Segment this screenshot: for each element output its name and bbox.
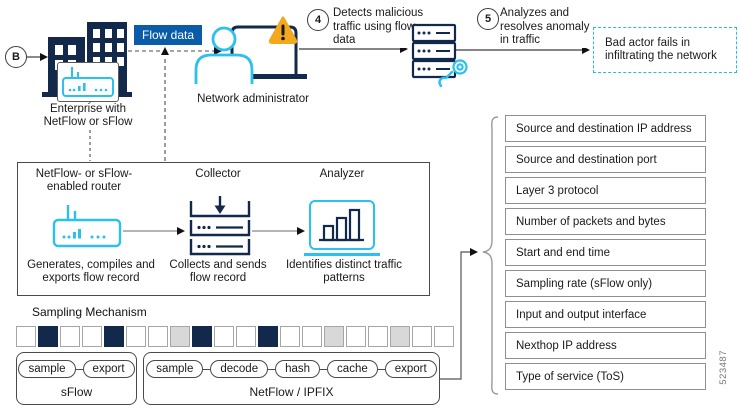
sflow-step: export [82, 360, 135, 378]
enabled-router-icon [52, 205, 122, 248]
fields-brace [482, 116, 499, 395]
router-title: NetFlow- or sFlow-enabled router [35, 168, 133, 193]
netflow-step: sample [146, 360, 204, 378]
sampling-square [258, 326, 278, 347]
admin-label: Network administrator [187, 93, 319, 106]
arrowhead-up [161, 47, 169, 55]
sflow-label: sFlow [60, 385, 93, 399]
step-4-text: Detects malicious traffic using flow dat… [333, 7, 427, 48]
netflow-ipfix-box: sample decode hash cache export NetFlow … [143, 352, 440, 405]
router-desc: Generates, compiles and exports flow rec… [27, 259, 155, 284]
field-item: Type of service (ToS) [505, 363, 706, 390]
sampling-square [368, 326, 388, 347]
netflow-step: hash [275, 360, 321, 378]
field-item: Nexthop IP address [505, 332, 706, 359]
person-body [194, 53, 254, 84]
field-item: Source and destination IP address [505, 115, 706, 142]
collector-icon [189, 196, 251, 256]
netflow-step: export [384, 360, 437, 378]
field-item: Layer 3 protocol [505, 177, 706, 204]
sampling-mechanism-title: Sampling Mechanism [32, 305, 147, 319]
analyzer-title: Analyzer [319, 168, 365, 180]
analyzer-underline [304, 253, 380, 256]
sampling-square [38, 326, 58, 347]
sampling-square [434, 326, 454, 347]
laptop-base [242, 74, 307, 79]
pill-connector [320, 368, 328, 370]
pill-connector [268, 368, 276, 370]
flow-pipeline-box: NetFlow- or sFlow-enabled router Collect… [17, 162, 430, 296]
sampling-square [16, 326, 36, 347]
pill-connector [377, 368, 385, 370]
netflow-label: NetFlow / IPFIX [249, 385, 334, 399]
sampling-square [60, 326, 80, 347]
collector-title: Collector [195, 168, 241, 180]
sampling-square [148, 326, 168, 347]
figure-number: 523487 [718, 350, 729, 385]
field-item: Sampling rate (sFlow only) [505, 270, 706, 297]
sampling-square [302, 326, 322, 347]
step-5-badge: 5 [477, 8, 499, 30]
arrowhead [470, 248, 478, 256]
pill-connector [203, 368, 211, 370]
field-item: Number of packets and bytes [505, 208, 706, 235]
sflow-box: sample export sFlow [16, 352, 137, 405]
outcome-box: Bad actor fails in infiltrating the netw… [593, 27, 737, 73]
sampling-square [82, 326, 102, 347]
sampling-square [412, 326, 432, 347]
router-icon [62, 67, 114, 97]
sampling-squares-row [16, 326, 454, 347]
netflow-step: cache [327, 360, 378, 378]
sampling-square [104, 326, 124, 347]
arrowhead [40, 53, 48, 61]
sampling-square [390, 326, 410, 347]
step-5-text: Analyzes and resolves anomaly in traffic [500, 7, 600, 48]
field-item: Source and destination port [505, 146, 706, 173]
analyzer-desc: Identifies distinct traffic patterns [285, 259, 403, 284]
entry-node-b: B [5, 46, 27, 68]
sampling-square [192, 326, 212, 347]
step-4-badge: 4 [307, 9, 329, 31]
collector-desc: Collects and sends flow record [169, 259, 267, 284]
outcome-text: Bad actor fails in infiltrating the netw… [605, 36, 717, 63]
field-item: Start and end time [505, 239, 706, 266]
field-item: Input and output interface [505, 301, 706, 328]
wrench-gear-icon [438, 59, 468, 88]
network-administrator-icon [194, 25, 307, 84]
sampling-square [126, 326, 146, 347]
arrowhead [177, 227, 185, 235]
arrowhead [582, 46, 590, 54]
sampling-square [280, 326, 300, 347]
arrowhead [297, 227, 305, 235]
warning-icon [268, 16, 298, 44]
arrowhead [214, 47, 222, 55]
sampling-square [236, 326, 256, 347]
connector-to-fields [440, 251, 471, 380]
analyzer-chart-frame [309, 200, 375, 250]
pill-connector [75, 368, 83, 370]
server-icon [411, 23, 457, 79]
sampling-square [346, 326, 366, 347]
bar-chart-icon [319, 208, 364, 242]
flow-data-badge: Flow data [134, 25, 203, 45]
flow-record-fields-list: Source and destination IP address Source… [505, 115, 706, 394]
sampling-square [214, 326, 234, 347]
sflow-step: sample [18, 360, 76, 378]
sampling-square [324, 326, 344, 347]
enterprise-router-box [57, 62, 119, 102]
person-head [211, 26, 237, 52]
enterprise-label: Enterprise with NetFlow or sFlow [36, 103, 140, 129]
sampling-square [170, 326, 190, 347]
netflow-step: decode [210, 360, 269, 378]
